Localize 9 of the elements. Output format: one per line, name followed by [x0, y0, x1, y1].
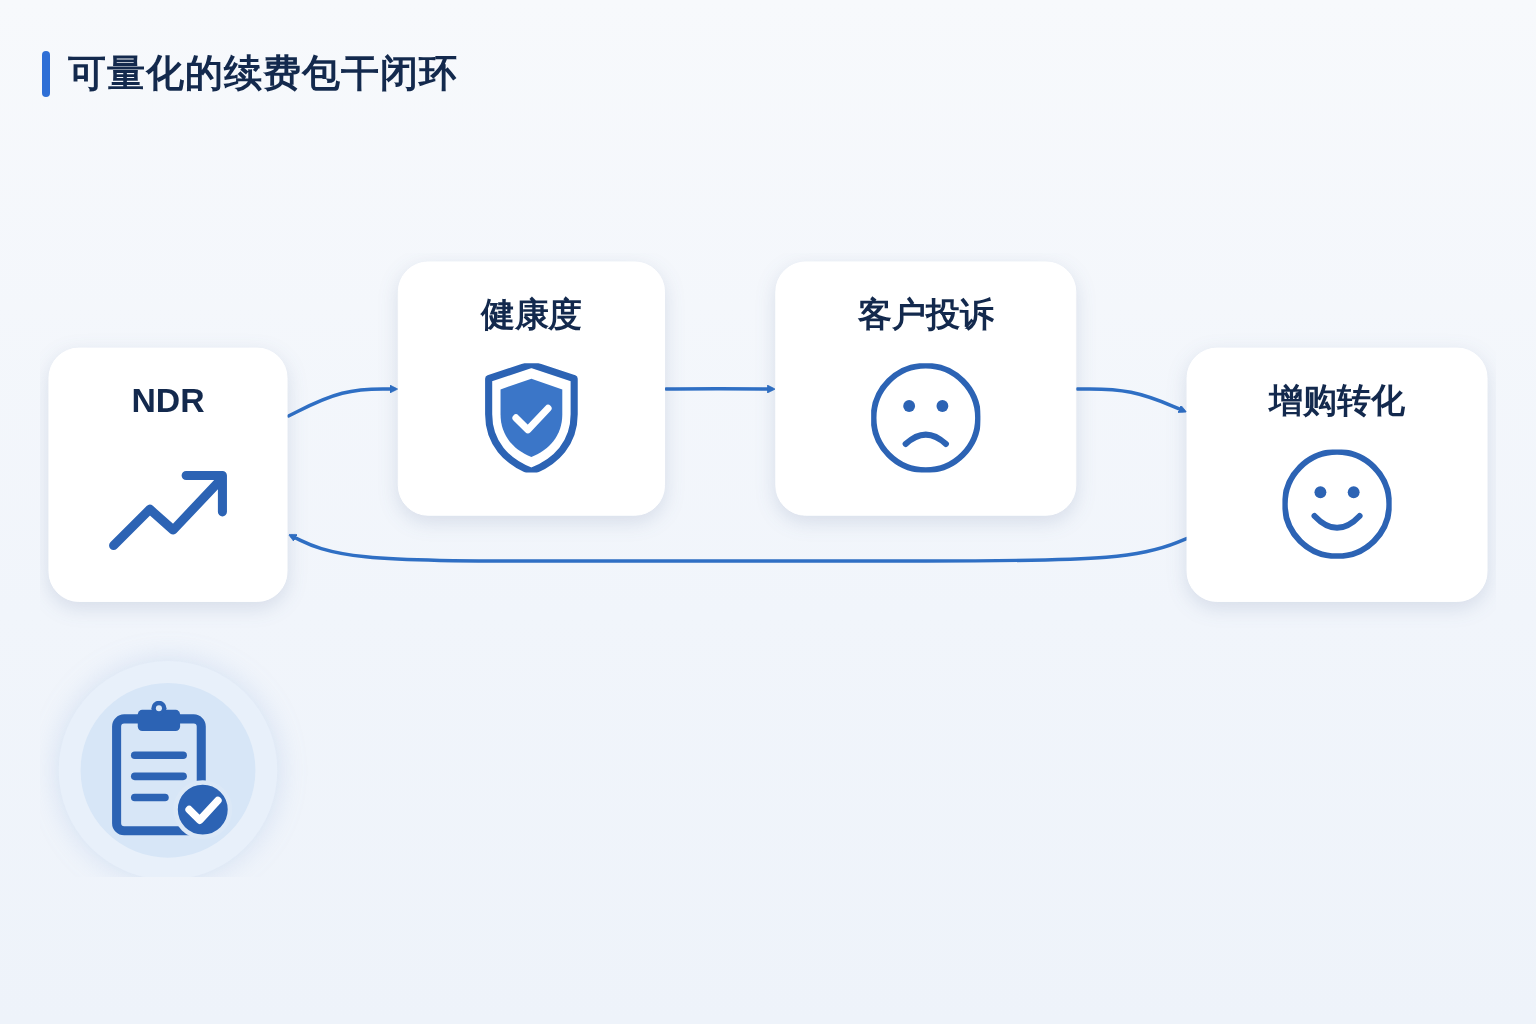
arrow: [664, 384, 776, 394]
arrow: [286, 384, 399, 418]
card-label: 增购转化: [1269, 380, 1405, 421]
card-label: NDR: [131, 380, 205, 421]
title: 可量化的续费包干闭环: [68, 51, 458, 96]
card-label: 客户投诉: [858, 293, 994, 335]
arrow: [288, 534, 1189, 563]
arrow: [1075, 387, 1187, 414]
card-label: 健康度: [480, 293, 583, 335]
